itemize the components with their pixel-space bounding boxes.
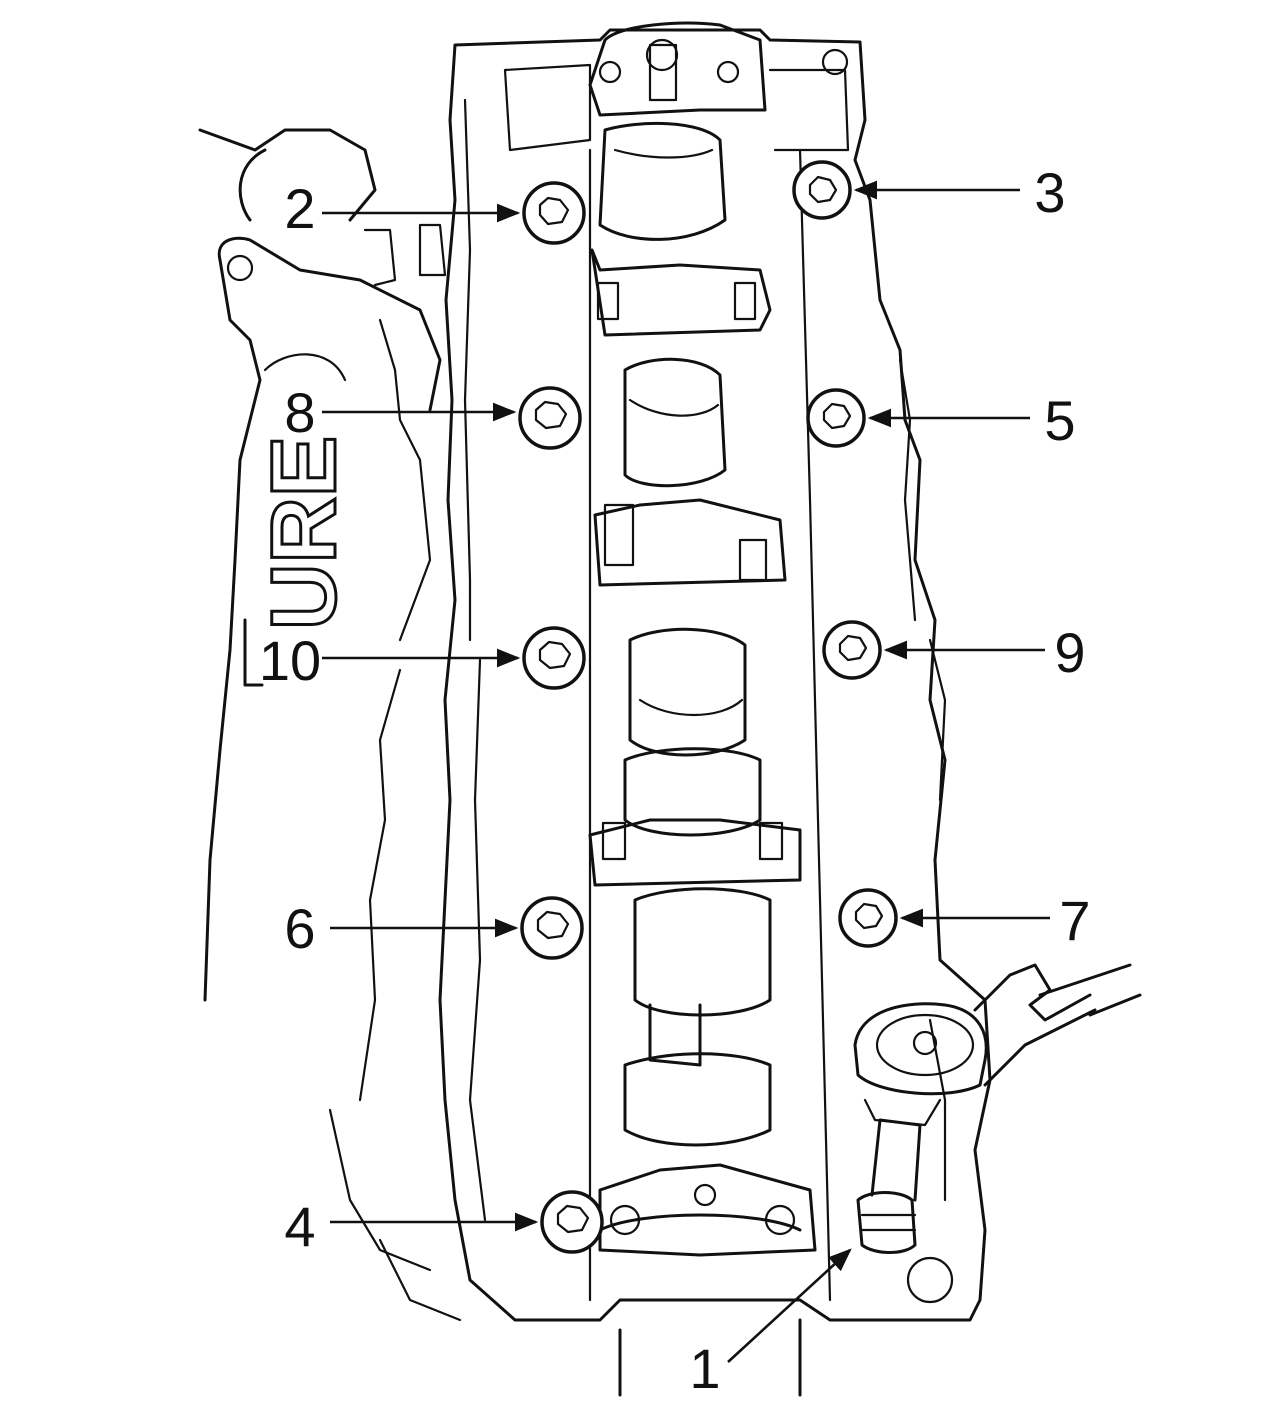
callout-label-1: 1 [689,1337,720,1400]
callout-3: 3 [853,161,1066,224]
cast-marking: URE [243,434,357,687]
camshaft [598,121,802,1397]
callout-label-4: 4 [284,1195,315,1258]
callout-label-3: 3 [1034,161,1065,224]
bolt-8 [518,386,582,450]
callout-label-7: 7 [1059,889,1090,952]
callout-label-6: 6 [284,897,315,960]
callout-5: 5 [867,389,1076,452]
wrench-tool [853,963,1142,1202]
bearing-caps [588,21,832,1302]
callout-label-10: 10 [259,629,321,692]
cast-marking-text: URE [253,436,355,630]
callout-4: 4 [284,1195,539,1258]
callouts: 2 3 8 5 10 9 6 7 [259,161,1091,1400]
bolt-7 [838,888,898,948]
callout-1: 1 [689,1248,852,1400]
bolt-5 [806,388,866,448]
cylinder-head-casting [438,28,992,1322]
bolt-3 [792,160,852,220]
callout-7: 7 [899,889,1091,952]
intake-manifold-outline [198,128,462,1322]
callout-label-8: 8 [284,381,315,444]
callout-label-9: 9 [1054,621,1085,684]
bolt-6 [520,896,584,960]
callout-8: 8 [284,381,517,444]
callout-2: 2 [284,177,521,240]
callout-label-2: 2 [284,177,315,240]
callout-label-5: 5 [1044,389,1075,452]
bolt-10 [522,626,586,690]
bolt-9 [822,620,882,680]
bolt-1 [856,1191,917,1254]
bolts [518,160,917,1254]
callout-6: 6 [284,897,519,960]
bolt-2 [522,181,586,245]
callout-9: 9 [883,621,1086,684]
bolt-4 [540,1190,604,1254]
callout-10: 10 [259,629,521,692]
